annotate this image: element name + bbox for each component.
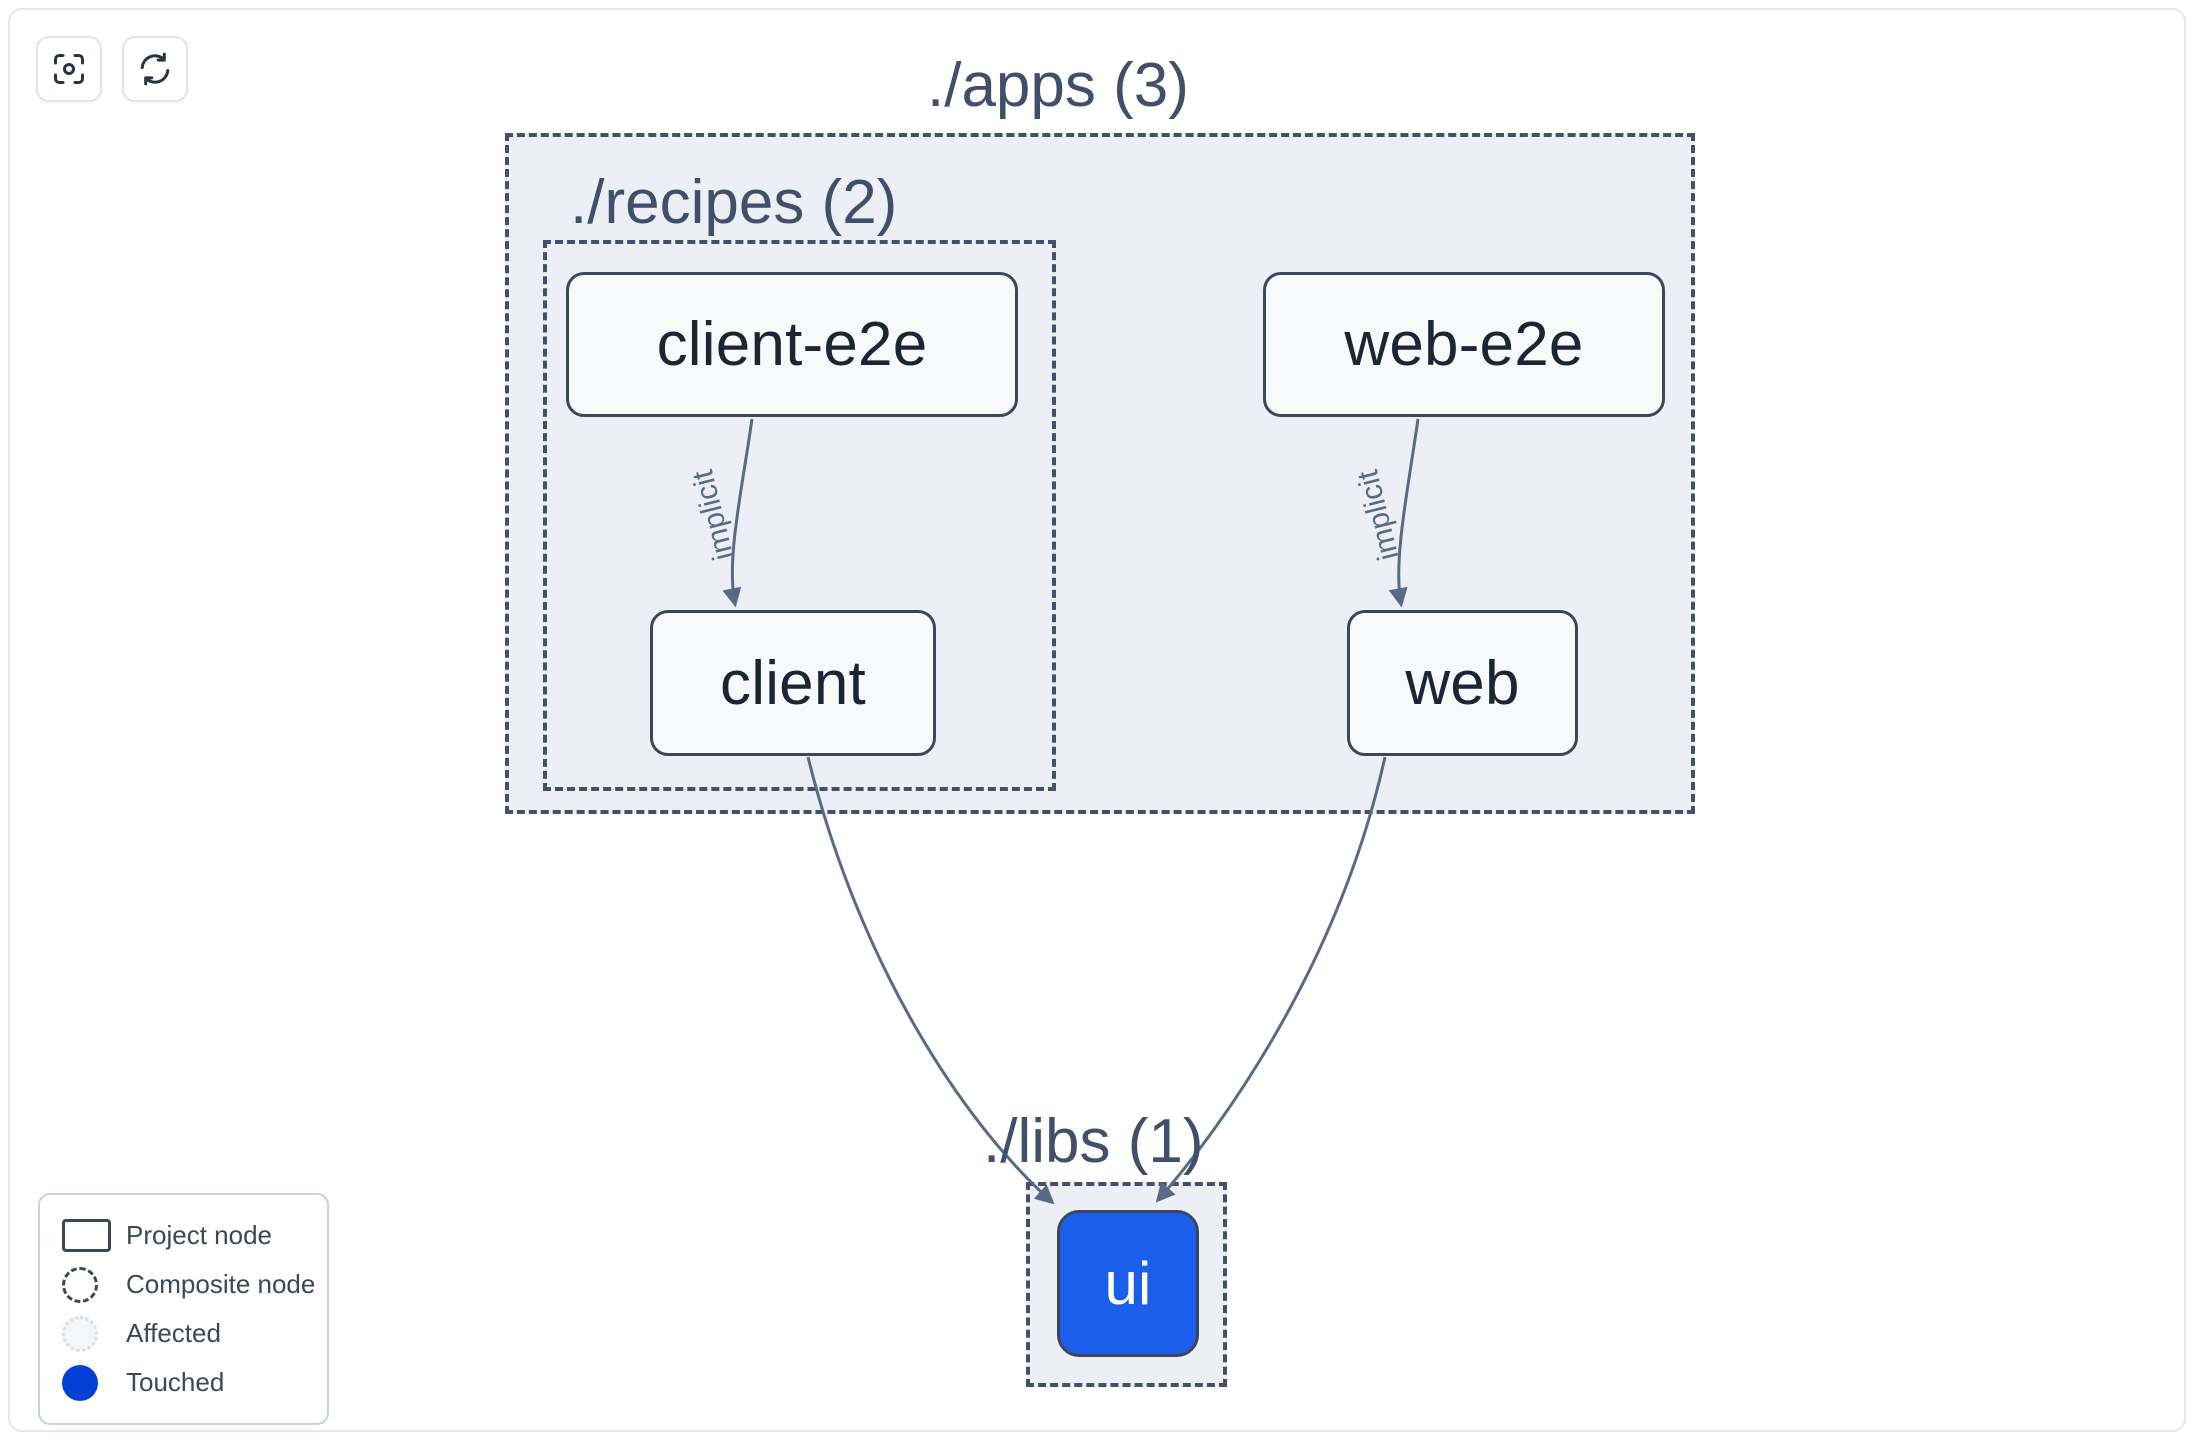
touched-node-icon (62, 1364, 118, 1401)
project-node-icon (62, 1219, 118, 1252)
affected-node-icon (62, 1315, 118, 1352)
refresh-graph-button[interactable] (122, 36, 188, 102)
graph-legend: Project node Composite node Affected Tou… (38, 1193, 329, 1425)
node-client[interactable]: client (650, 610, 936, 756)
legend-item-project-node: Project node (62, 1211, 309, 1260)
legend-item-composite-node: Composite node (62, 1260, 315, 1309)
node-web-e2e[interactable]: web-e2e (1263, 272, 1665, 417)
node-web[interactable]: web (1347, 610, 1578, 756)
composite-node-icon (62, 1266, 118, 1303)
node-client-e2e[interactable]: client-e2e (566, 272, 1018, 417)
legend-item-affected: Affected (62, 1309, 309, 1358)
legend-label: Affected (126, 1318, 221, 1348)
group-label-libs: ./libs (1) (983, 1107, 1204, 1176)
focus-target-icon (51, 51, 87, 87)
legend-item-touched: Touched (62, 1358, 309, 1407)
focus-graph-button[interactable] (36, 36, 102, 102)
refresh-icon (137, 51, 173, 87)
legend-label: Touched (126, 1367, 225, 1397)
group-label-apps: ./apps (3) (927, 51, 1189, 120)
group-label-recipes: ./recipes (2) (570, 168, 898, 237)
graph-toolbar (36, 36, 188, 102)
legend-label: Project node (126, 1220, 272, 1250)
node-ui[interactable]: ui (1057, 1210, 1199, 1357)
legend-label: Composite node (126, 1269, 316, 1299)
